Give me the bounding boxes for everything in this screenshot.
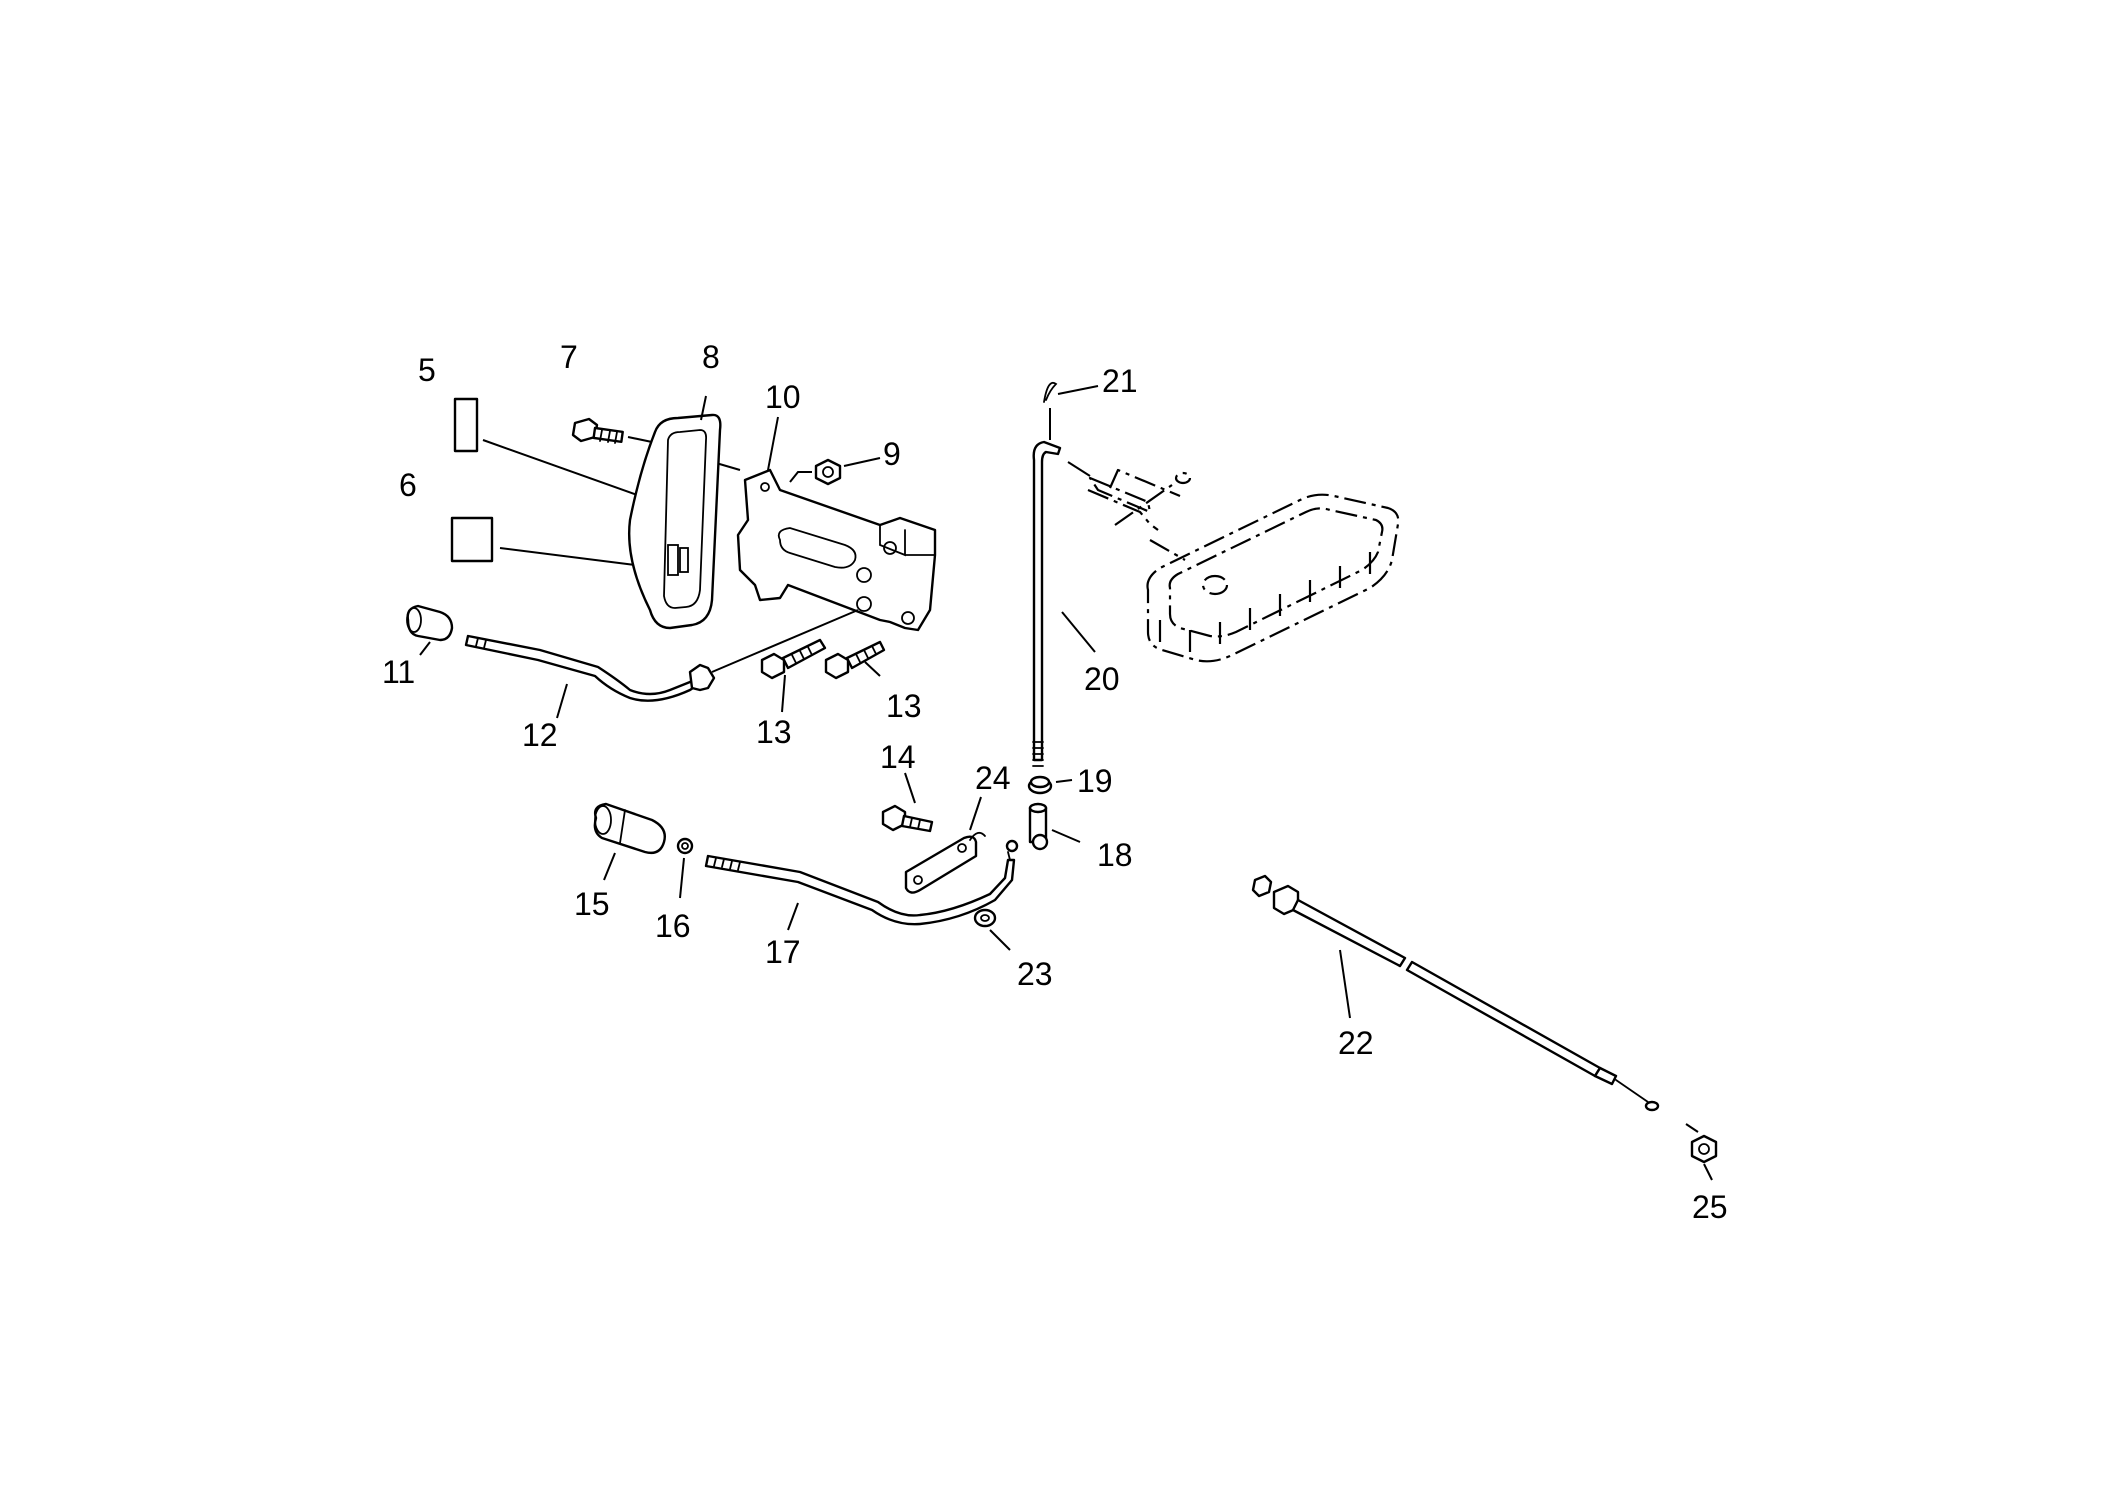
phantom-housing xyxy=(1087,468,1400,663)
callout-22: 22 xyxy=(1338,1025,1374,1061)
callout-12: 12 xyxy=(522,717,558,753)
callout-14: 14 xyxy=(880,739,916,775)
part-22-throttle-cable xyxy=(1251,874,1660,1112)
callout-13-left: 13 xyxy=(756,714,792,750)
callout-7: 7 xyxy=(560,339,578,375)
callout-11: 11 xyxy=(382,654,415,690)
callout-17: 17 xyxy=(765,934,801,970)
part-25-nut xyxy=(1685,1123,1718,1181)
callout-10: 10 xyxy=(765,379,801,415)
part-11-grip xyxy=(406,604,454,656)
part-5-decal xyxy=(453,397,641,497)
part-17-shift-rod xyxy=(704,851,1016,931)
part-14-bolt xyxy=(881,772,934,833)
part-13-bolt-right xyxy=(824,640,886,680)
callout-15: 15 xyxy=(574,886,610,922)
part-19-grommet xyxy=(1027,775,1073,795)
callout-21: 21 xyxy=(1102,363,1138,399)
part-10-bracket xyxy=(736,416,937,632)
part-15-knob xyxy=(593,802,666,881)
part-9-nut xyxy=(789,457,881,486)
part-16-nut xyxy=(676,837,694,899)
part-13-bolt-left xyxy=(760,638,827,713)
part-12-lever-rod xyxy=(464,609,859,719)
callout-labels: 5 6 7 8 9 10 11 12 13 13 14 15 16 17 18 … xyxy=(382,339,1728,1225)
callout-24: 24 xyxy=(975,760,1011,796)
callout-9: 9 xyxy=(883,436,901,472)
part-24-bracket-plate xyxy=(904,796,1019,894)
callout-23: 23 xyxy=(1017,956,1053,992)
part-21-clip xyxy=(1043,381,1099,440)
part-18-connector xyxy=(1028,802,1081,851)
callout-6: 6 xyxy=(399,467,417,503)
callout-5: 5 xyxy=(418,352,436,388)
callout-18: 18 xyxy=(1097,837,1133,873)
callout-20: 20 xyxy=(1084,661,1120,697)
part-23-washer xyxy=(973,908,1011,951)
part-8-handle-cover xyxy=(628,395,722,630)
callout-8: 8 xyxy=(702,339,720,375)
callout-19: 19 xyxy=(1077,763,1113,799)
callout-25: 25 xyxy=(1692,1189,1728,1225)
part-6-decal xyxy=(450,516,636,566)
callout-16: 16 xyxy=(655,908,691,944)
callout-13-right: 13 xyxy=(886,688,922,724)
part-20-vertical-rod xyxy=(1032,440,1096,767)
